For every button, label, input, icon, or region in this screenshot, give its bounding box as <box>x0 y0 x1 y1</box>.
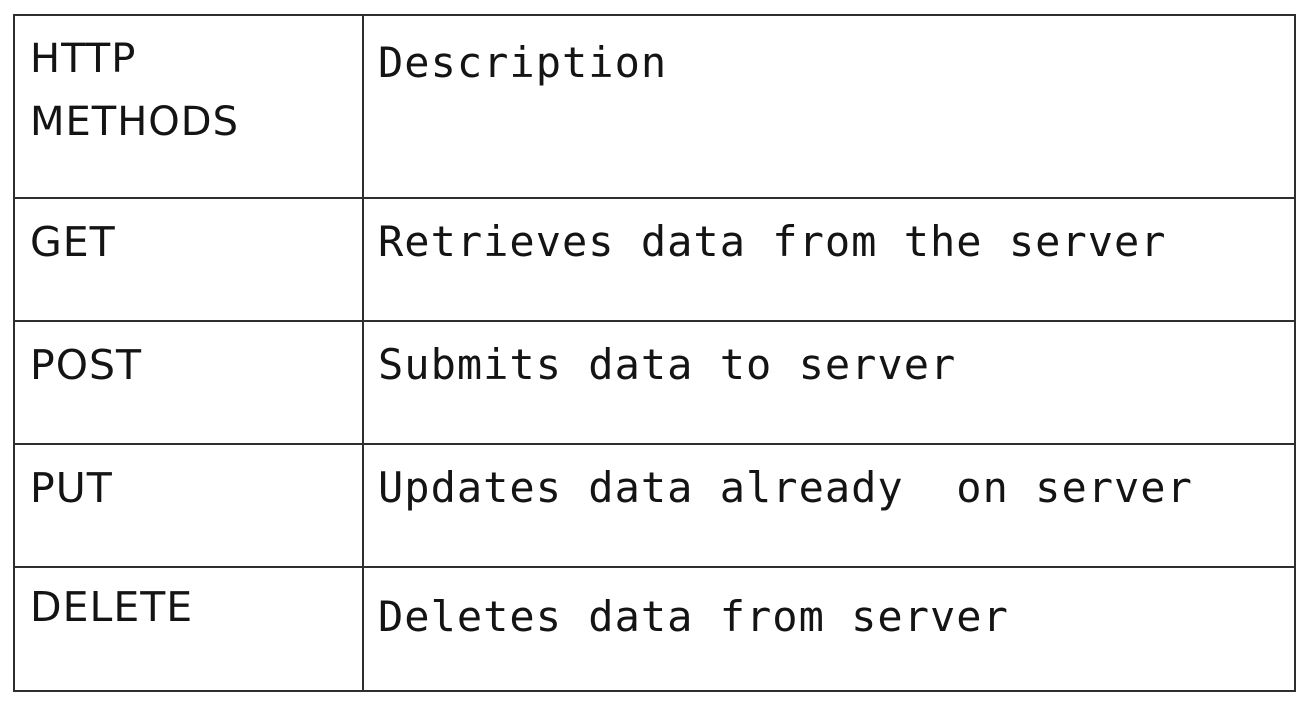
http-methods-table: HTTP METHODS Description GET Retrieves d… <box>13 14 1296 692</box>
method-cell-post: POST <box>13 320 364 445</box>
description-cell-post: Submits data to server <box>362 320 1296 445</box>
description-cell-put: Updates data already on server <box>362 443 1296 568</box>
description-cell-delete: Deletes data from server <box>362 566 1296 692</box>
method-cell-put: PUT <box>13 443 364 568</box>
table-row: PUT Updates data already on server <box>13 443 1296 568</box>
method-cell-get: GET <box>13 197 364 322</box>
table-row: POST Submits data to server <box>13 320 1296 445</box>
header-method-cell: HTTP METHODS <box>13 14 364 199</box>
header-method-line2: METHODS <box>30 99 239 145</box>
header-method-line1: HTTP <box>30 36 137 82</box>
method-cell-delete: DELETE <box>13 566 364 692</box>
description-cell-get: Retrieves data from the server <box>362 197 1296 322</box>
table-row: GET Retrieves data from the server <box>13 197 1296 322</box>
table-header-row: HTTP METHODS Description <box>13 14 1296 199</box>
header-description-cell: Description <box>362 14 1296 199</box>
table-row: DELETE Deletes data from server <box>13 566 1296 692</box>
